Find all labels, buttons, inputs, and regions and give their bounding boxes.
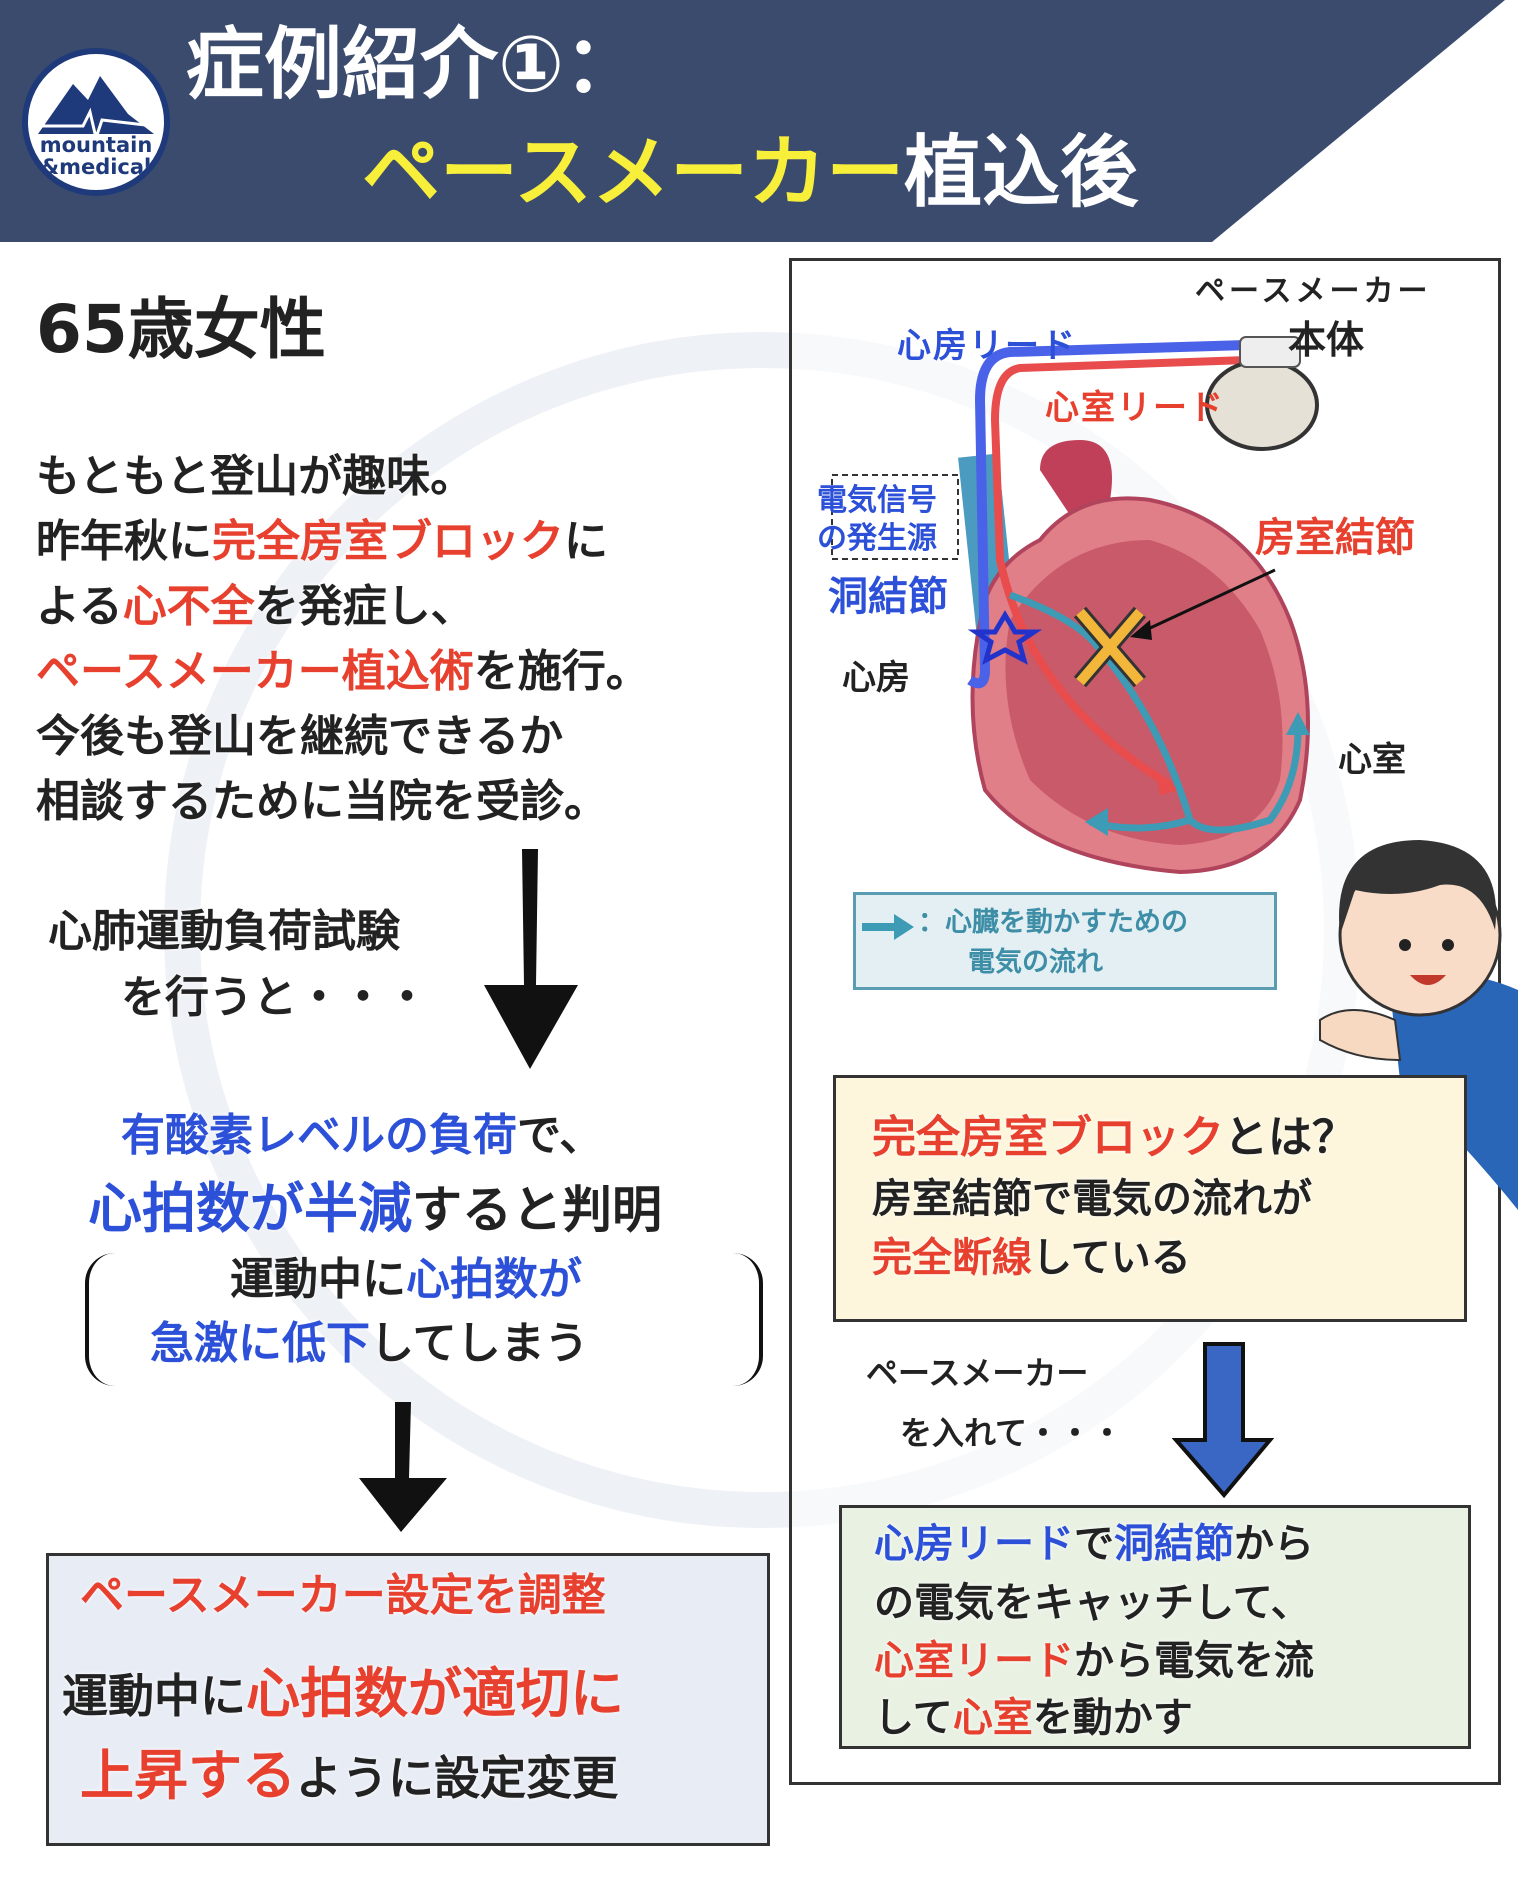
history-line: もともと登山が趣味。 <box>36 451 475 502</box>
ventricle-label: 心室 <box>1338 740 1406 780</box>
history-line: ペースメーカー植込術を施行。 <box>36 646 650 697</box>
result-line: 心室リードから電気を流 <box>874 1638 1314 1684</box>
heart-chambers <box>1005 540 1283 845</box>
result-line: して心室を動かす <box>874 1695 1193 1741</box>
down-arrow-icon <box>484 849 578 1069</box>
mountain-medical-logo: mountain &medical <box>22 48 170 196</box>
legend-text: 電気の流れ <box>968 947 1103 978</box>
history-line: よる心不全を発症し、 <box>36 581 475 632</box>
title-highlight: ペースメーカー <box>362 128 905 218</box>
flow-arrow-icon <box>862 914 914 940</box>
title-text: 植込後 <box>904 128 1139 218</box>
legend-box <box>853 892 1277 990</box>
title-line2: ペースメーカー植込後 <box>362 128 1138 218</box>
history-line: 相談するために当院を受診。 <box>36 776 608 827</box>
origin-dashed-box <box>831 474 959 560</box>
adjust-line: 上昇するように設定変更 <box>80 1744 618 1807</box>
bracket <box>85 1253 763 1386</box>
block-line: 房室結節で電気の流れが <box>872 1176 1312 1222</box>
title-line1: 症例紹介①： <box>186 20 643 110</box>
atrial-lead-label: 心房リード <box>897 326 1077 366</box>
patient-heading: 65歳女性 <box>36 291 326 368</box>
insert-text: ペースメーカー <box>866 1354 1089 1392</box>
finding-line: 心拍数が半減すると判明 <box>88 1177 662 1240</box>
pacemaker-label: ペースメーカー <box>1195 274 1432 309</box>
mountain-icon <box>38 76 155 142</box>
result-line: の電気をキャッチして、 <box>874 1580 1311 1626</box>
block-definition-box <box>833 1075 1467 1322</box>
history-line: 昨年秋に完全房室ブロックに <box>36 516 608 567</box>
bracket-line: 運動中に心拍数が <box>230 1254 582 1305</box>
finding-line: 有酸素レベルの負荷で、 <box>121 1110 604 1161</box>
legend-text: ：心臓を動かすための <box>918 907 1188 938</box>
av-node-label: 房室結節 <box>1255 515 1415 561</box>
down-arrow-icon <box>1171 1342 1275 1499</box>
adjust-line: 運動中に心拍数が適切に <box>62 1662 624 1725</box>
pointer-arrow <box>1134 568 1276 637</box>
history-line: 今後も登山を継続できるか <box>36 711 564 762</box>
logo-text: &medical <box>40 155 152 179</box>
patient-history: もともと登山が趣味。 昨年秋に完全房室ブロックに よる心不全を発症し、 ペースメ… <box>36 444 650 834</box>
sa-node-label: 洞結節 <box>828 574 948 620</box>
bracket-line: 急激に低下してしまう <box>150 1318 589 1369</box>
block-line: 完全房室ブロックとは？ <box>872 1112 1356 1163</box>
header-banner <box>0 0 1505 242</box>
test-text: 心肺運動負荷試験 <box>48 906 400 957</box>
insert-text: を入れて・・・ <box>900 1414 1124 1452</box>
block-line: 完全断線している <box>872 1235 1191 1281</box>
pacemaker-label: 本体 <box>1288 318 1365 362</box>
adjust-box <box>46 1553 770 1846</box>
atrium-label: 心房 <box>842 658 910 698</box>
atrial-lead <box>967 340 1248 689</box>
adjust-title: ペースメーカー設定を調整 <box>80 1570 606 1621</box>
result-line: 心房リードで洞結節から <box>874 1521 1314 1567</box>
av-block-x-icon <box>1073 606 1147 688</box>
origin-label: 電気信号の発生源 <box>817 483 937 556</box>
sa-node-star-icon <box>967 610 1043 665</box>
logo-text: mountain <box>39 133 153 157</box>
conduction-path <box>1008 591 1302 834</box>
down-arrow-icon <box>359 1402 447 1532</box>
test-text: を行うと・・・ <box>121 972 429 1023</box>
result-box <box>839 1505 1471 1749</box>
ventricular-lead-label: 心室リード <box>1045 388 1225 428</box>
